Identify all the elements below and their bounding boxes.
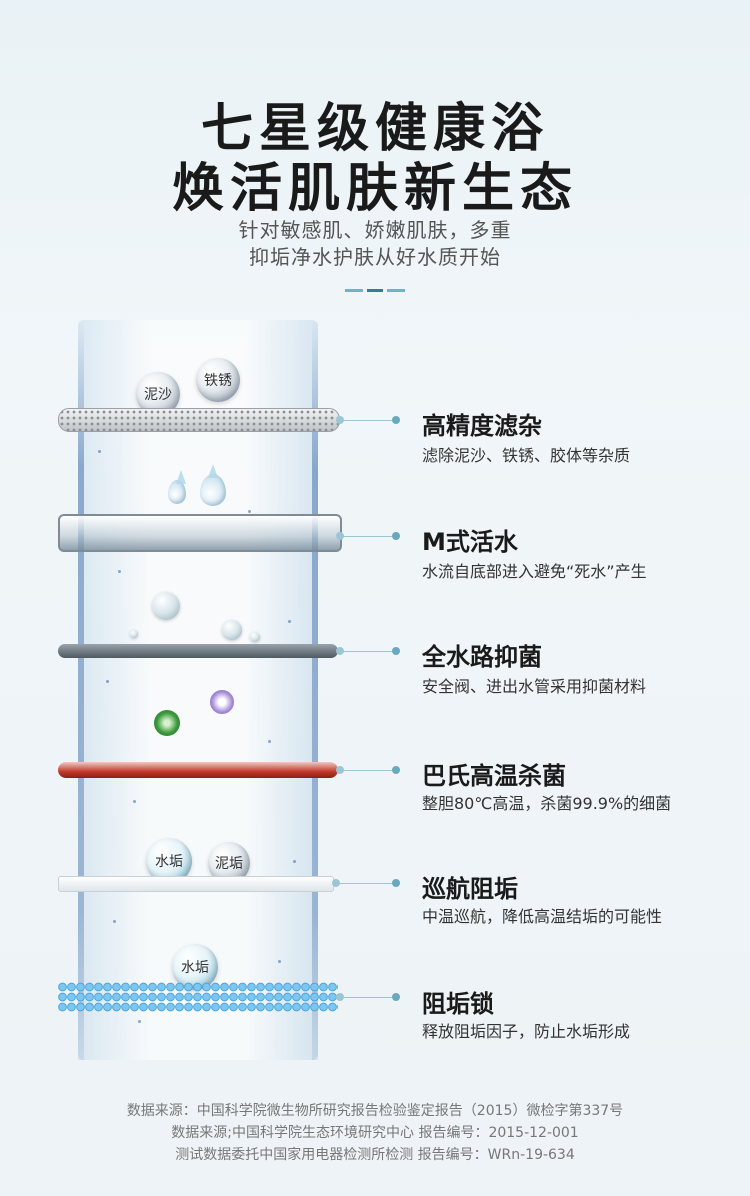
connector-line [336, 993, 400, 1001]
feature-desc-scale-lock: 释放阻垢因子，防止水垢形成 [422, 1022, 631, 1041]
feature-desc-antibacterial: 安全阀、进出水管采用抑菌材料 [422, 677, 647, 696]
feature-title-filter: 高精度滤杂 [422, 412, 542, 440]
sand-label: 泥沙 [144, 387, 172, 403]
feature-title-antibacterial: 全水路抑菌 [422, 643, 542, 671]
source-line1: 数据来源：中国科学院微生物所研究报告检验鉴定报告（2015）微检字第337号 [126, 1103, 624, 1119]
rust-bubble: 铁锈 [196, 358, 240, 402]
title-divider [345, 289, 405, 292]
particle-orb [250, 632, 260, 642]
connector-line [332, 879, 400, 887]
water-drop-icon [200, 474, 226, 506]
scale-lock-beads [58, 982, 338, 1012]
feature-title-living-water: M式活水 [422, 528, 518, 556]
bacteria-icon [210, 690, 234, 714]
connector-line [336, 416, 400, 424]
feature-title-scale-lock: 阻垢锁 [422, 990, 494, 1018]
water-column [78, 320, 318, 1060]
glass-flow-plate [58, 514, 342, 552]
subtitle-line1: 针对敏感肌、娇嫩肌肤，多重 [238, 218, 512, 242]
feature-desc-filter: 滤除泥沙、铁锈、胶体等杂质 [422, 446, 631, 465]
feature-title-sterilize: 巴氏高温杀菌 [422, 762, 566, 790]
high-temp-red-plate [58, 762, 338, 778]
cruise-white-plate [58, 876, 334, 892]
sludge-label: 泥垢 [215, 856, 243, 872]
connector-line [336, 532, 400, 540]
subtitle-line2: 抑垢净水护肤从好水质开始 [249, 245, 501, 269]
feature-desc-sterilize: 整胆80℃高温，杀菌99.9%的细菌 [422, 794, 672, 813]
bacteria-icon [154, 710, 180, 736]
page-title-line1: 七星级健康浴 [200, 99, 549, 159]
antibacterial-steel-plate [58, 644, 338, 658]
feature-desc-living-water: 水流自底部进入避免“死水”产生 [422, 562, 647, 581]
water-drop-icon [168, 480, 186, 504]
feature-title-cruise: 巡航阻垢 [422, 875, 518, 903]
particle-orb [222, 620, 242, 640]
scale-label-2: 水垢 [181, 960, 209, 976]
connector-line [336, 766, 400, 774]
particle-orb [152, 592, 180, 620]
rust-label: 铁锈 [204, 373, 232, 389]
page-title-line2: 焕活肌肤新生态 [171, 159, 578, 219]
scale-label: 水垢 [155, 854, 183, 870]
source-line2: 数据来源;中国科学院生态环境研究中心 报告编号：2015-12-001 [171, 1125, 579, 1141]
mesh-filter-plate [58, 408, 340, 432]
particle-orb [130, 630, 138, 638]
feature-desc-cruise: 中温巡航，降低高温结垢的可能性 [422, 907, 663, 926]
connector-line [336, 647, 400, 655]
source-line3: 测试数据委托中国家用电器检测所检测 报告编号：WRn-19-634 [175, 1147, 575, 1163]
